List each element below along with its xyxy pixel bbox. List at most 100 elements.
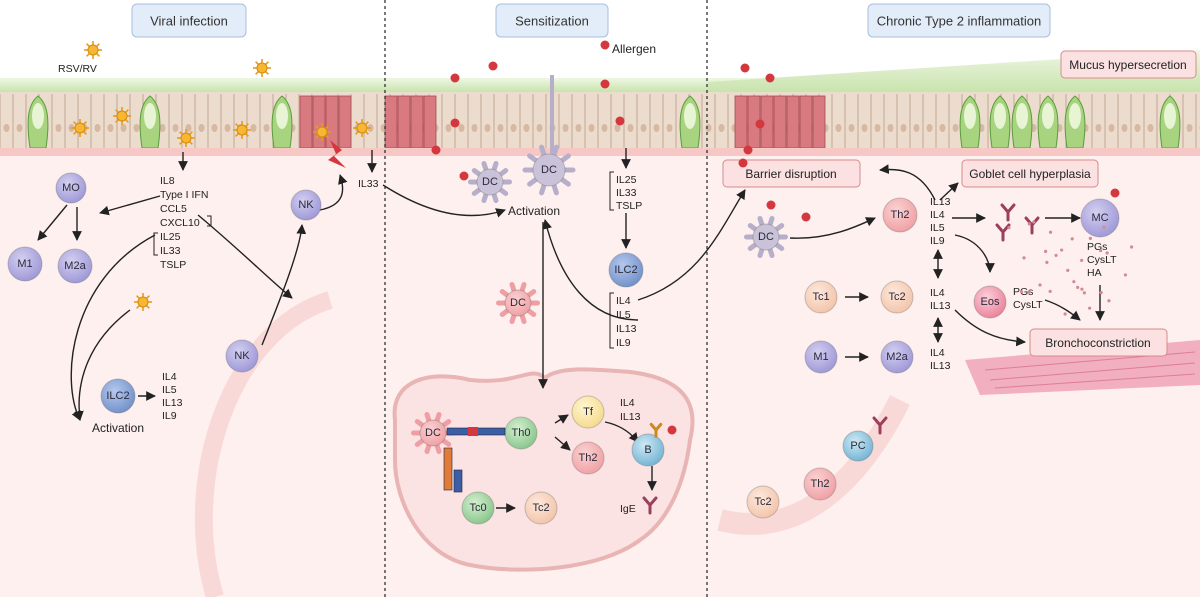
antibody-icon: [995, 223, 1011, 242]
mediator-dot: [1099, 291, 1103, 295]
svg-text:IL8: IL8: [160, 175, 175, 187]
p1-mediators-b: IL25 IL33 TSLP: [160, 231, 186, 271]
svg-text:IL4: IL4: [930, 209, 945, 221]
viruses: [71, 41, 371, 311]
antibody-icon: [649, 422, 663, 438]
ilc2-cell: ILC2: [100, 378, 136, 414]
allergen-label: Allergen: [612, 42, 656, 56]
svg-text:M2a: M2a: [64, 260, 86, 272]
mediator-dot: [1130, 245, 1134, 249]
virus-label: RSV/RV: [58, 63, 97, 75]
svg-text:NK: NK: [298, 199, 314, 211]
allergen-dot: [459, 171, 469, 181]
dendritic-cell-p3: DC: [744, 215, 788, 259]
macrophage-m2a-p3: M2a: [880, 340, 914, 374]
svg-text:Mucus hypersecretion: Mucus hypersecretion: [1069, 58, 1186, 72]
virus-icon: [134, 293, 152, 311]
svg-text:Th2: Th2: [579, 452, 598, 464]
allergen-dot: [431, 145, 441, 155]
mediator-dot: [1080, 287, 1084, 291]
virus-icon: [113, 107, 131, 125]
bronchoconstriction-box: Bronchoconstriction: [1029, 328, 1168, 357]
antibody-icon: [1000, 203, 1016, 222]
basement-membrane: [0, 148, 1200, 156]
dendritic-cell-3: DC: [496, 281, 540, 325]
allergen-dot: [488, 61, 498, 71]
tf-cell: Tf: [571, 395, 605, 429]
virus-icon: [353, 119, 371, 137]
tc2-cell-p3: Tc2: [880, 280, 914, 314]
svg-text:DC: DC: [482, 176, 498, 188]
svg-text:IL13: IL13: [162, 397, 183, 409]
svg-text:ILC2: ILC2: [106, 390, 129, 402]
svg-text:Tc0: Tc0: [469, 502, 486, 514]
mediator-dot: [1019, 290, 1024, 294]
il33-label: IL33: [358, 178, 379, 190]
mediator-dot: [1076, 285, 1080, 289]
p3-eos-out: PGs CysLT: [1013, 286, 1043, 311]
svg-text:IL25: IL25: [616, 174, 637, 186]
svg-text:Th0: Th0: [512, 427, 531, 439]
macrophage-m1-p3: M1: [804, 340, 838, 374]
allergen-particles: [328, 40, 1120, 435]
mediator-dot: [1027, 290, 1031, 294]
mediator-dot: [1045, 260, 1049, 264]
svg-text:Tc2: Tc2: [754, 496, 771, 508]
antibodies: [642, 203, 1134, 515]
svg-text:B: B: [644, 444, 651, 456]
svg-text:IL5: IL5: [616, 309, 631, 321]
mediator-dot: [1044, 249, 1048, 253]
p3-th2-out: IL13 IL4 IL5 IL9: [930, 196, 951, 247]
svg-text:DC: DC: [510, 297, 526, 309]
p2-mediators: IL25 IL33 TSLP: [616, 174, 642, 212]
b-cell: B: [631, 433, 665, 467]
svg-text:Eos: Eos: [981, 296, 1000, 308]
svg-text:PC: PC: [850, 440, 865, 452]
virus-icon: [253, 59, 271, 77]
mediator-dot: [1007, 225, 1011, 230]
mediator-dot: [1088, 306, 1092, 310]
allergen-dot: [755, 119, 765, 129]
p2-tf-out: IL4 IL13: [620, 397, 641, 423]
panel-title-chronic: Chronic Type 2 inflammation: [867, 3, 1051, 38]
svg-text:Sensitization: Sensitization: [515, 14, 589, 29]
svg-text:CCL5: CCL5: [160, 203, 187, 215]
svg-text:Bronchoconstriction: Bronchoconstriction: [1045, 336, 1150, 350]
allergen-dot: [667, 425, 677, 435]
svg-text:IL4: IL4: [620, 397, 635, 409]
eosinophil: Eos: [973, 285, 1007, 319]
svg-text:M1: M1: [813, 351, 828, 363]
mediator-dot: [1063, 312, 1067, 316]
p1-activation-label: Activation: [92, 421, 144, 435]
svg-text:Barrier disruption: Barrier disruption: [745, 167, 836, 181]
svg-text:DC: DC: [425, 427, 441, 439]
tc1-cell: Tc1: [804, 280, 838, 314]
tc2-cell-p2: Tc2: [524, 491, 558, 525]
allergen-dot: [600, 40, 610, 50]
virus-icon: [233, 121, 251, 139]
mediator-dot: [1123, 273, 1128, 277]
barrier-disruption-box: Barrier disruption: [722, 159, 861, 188]
svg-text:IL4: IL4: [930, 347, 945, 359]
vessel-left: [194, 291, 333, 597]
allergen-dot: [801, 212, 811, 222]
svg-text:Goblet cell hyperplasia: Goblet cell hyperplasia: [969, 167, 1091, 181]
svg-text:IL9: IL9: [930, 235, 945, 247]
svg-text:CXCL10: CXCL10: [160, 217, 200, 229]
svg-text:Type I IFN: Type I IFN: [160, 189, 208, 201]
macrophage-m1: M1: [7, 246, 43, 282]
mediator-dot: [1022, 256, 1026, 260]
virus-icon: [313, 123, 331, 141]
svg-text:IL5: IL5: [162, 384, 177, 396]
svg-text:Tc1: Tc1: [812, 291, 829, 303]
p2-ilc2-out: IL4 IL5 IL13 IL9: [616, 295, 637, 349]
allergen-dot: [450, 73, 460, 83]
ige-label: IgE: [620, 503, 636, 515]
mediator-dot: [1048, 289, 1052, 293]
svg-text:DC: DC: [758, 231, 774, 243]
panel-title-sensitization: Sensitization: [495, 3, 609, 38]
svg-text:M1: M1: [17, 258, 32, 270]
th2-cell-p2: Th2: [571, 441, 605, 475]
mediator-dot: [1072, 280, 1076, 284]
